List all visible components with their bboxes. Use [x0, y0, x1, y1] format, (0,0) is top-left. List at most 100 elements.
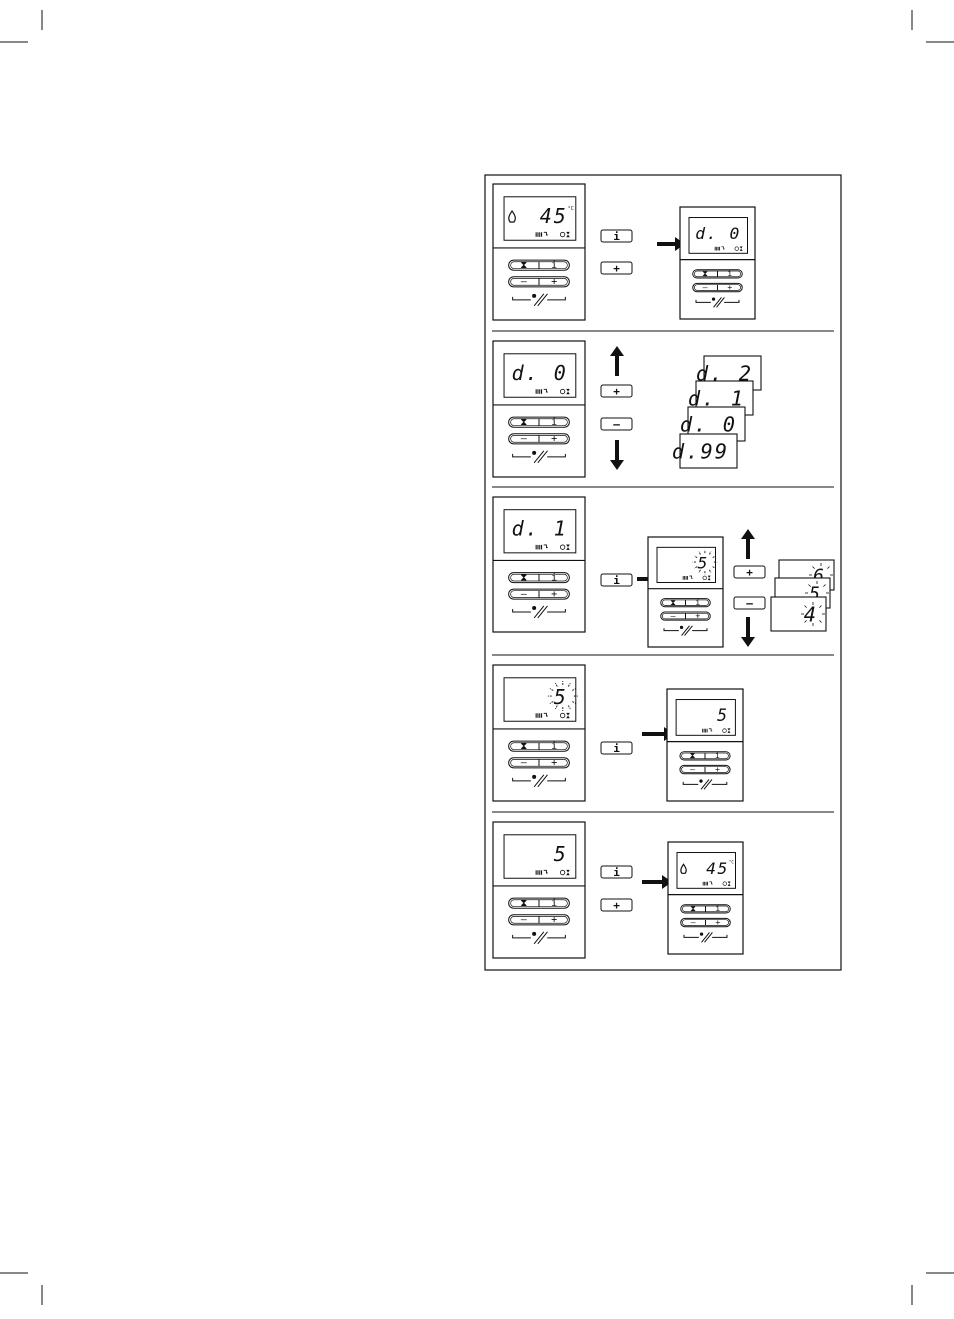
key-label: ⧗	[520, 572, 527, 583]
step-1-start-panel: 45°C⧗i–+	[493, 184, 585, 320]
key-label: +	[746, 566, 753, 579]
radiator-fin	[539, 545, 540, 550]
key-i: i	[601, 866, 632, 879]
step-4-result-panel: 5⧗i–+	[667, 689, 743, 801]
key-label: ⧗	[520, 417, 527, 428]
key-i: i	[601, 574, 632, 587]
keypad-row1: ⧗i	[509, 417, 570, 428]
radiator-fin	[536, 545, 537, 550]
key-plus: +	[734, 566, 765, 579]
sweep-head	[700, 932, 703, 935]
step-1-result-panel: d. 0⧗i–+	[680, 207, 755, 319]
key-label: +	[551, 758, 557, 769]
radiator-fin	[715, 247, 716, 251]
lcd-value: 5	[554, 842, 568, 866]
key-label: ⧗	[520, 260, 527, 271]
lcd-value: d. 0	[512, 361, 568, 385]
sweep-head	[532, 932, 536, 936]
radiator-fin	[718, 247, 719, 251]
key-label: ⧗	[690, 903, 696, 913]
key-label: i	[551, 260, 557, 271]
sweep-head	[532, 606, 536, 610]
lcd-value: 5	[698, 553, 709, 572]
key-i: i	[601, 230, 632, 243]
radiator-fin	[707, 729, 708, 733]
radiator-fin	[541, 870, 542, 875]
key-label: ⧗	[690, 750, 696, 760]
sweep-head	[532, 775, 536, 779]
stack-card-4: 4	[771, 597, 826, 631]
radiator-fin	[539, 232, 540, 237]
radiator-fin	[707, 882, 708, 886]
keypad-row1: ⧗i	[509, 741, 570, 752]
key-label: i	[613, 574, 620, 587]
key-i: i	[601, 742, 632, 755]
key-label: i	[695, 597, 700, 607]
key-minus: –	[601, 418, 632, 431]
step-5-result-panel: 45°C⧗i–+	[668, 842, 743, 954]
radiator-fin	[541, 713, 542, 718]
sweep-head	[532, 451, 536, 455]
keypad-row1: ⧗i	[661, 597, 711, 607]
radiator-fin	[683, 576, 684, 580]
keypad-row2: –+	[680, 764, 730, 774]
radiator-fin	[537, 870, 538, 875]
radiator-fin	[541, 545, 542, 550]
radiator-fin	[704, 729, 705, 733]
radiator-fin	[704, 882, 705, 886]
step-3-start-panel: d. 1⧗i–+	[493, 497, 585, 632]
radiator-fin	[536, 713, 537, 718]
radiator-fin	[536, 232, 537, 237]
lcd-value: d. 1	[512, 517, 568, 541]
key-label: +	[551, 589, 557, 600]
radiator-fin	[539, 713, 540, 718]
key-label: +	[715, 917, 720, 927]
radiator-fin	[537, 545, 538, 550]
keypad-row1: ⧗i	[509, 898, 570, 909]
radiator-fin	[719, 247, 720, 251]
radiator-fin	[706, 882, 707, 886]
key-label: +	[551, 277, 557, 288]
keypad-row1: ⧗i	[693, 268, 743, 278]
radiator-fin	[684, 576, 685, 580]
key-label: –	[613, 418, 620, 431]
key-label: +	[613, 385, 620, 398]
radiator-fin	[539, 870, 540, 875]
key-label: i	[551, 572, 557, 583]
radiator-fin	[536, 389, 537, 394]
keypad-row1: ⧗i	[509, 572, 570, 583]
radiator-fin	[705, 729, 706, 733]
key-label: ⧗	[670, 597, 676, 607]
radiator-fin	[541, 389, 542, 394]
arrow-up-icon	[741, 529, 755, 559]
radiator-fin	[536, 870, 537, 875]
key-label: ⧗	[520, 741, 527, 752]
radiator-fin	[716, 247, 717, 251]
key-plus: +	[601, 385, 632, 398]
key-label: –	[690, 764, 695, 774]
key-label: i	[551, 417, 557, 428]
keypad-row2: –+	[509, 589, 570, 600]
keypad-row1: ⧗i	[681, 903, 731, 913]
key-label: i	[613, 866, 620, 879]
key-label: +	[695, 610, 700, 620]
keypad-row1: ⧗i	[509, 260, 570, 271]
key-label: +	[613, 899, 620, 912]
key-label: i	[715, 903, 720, 913]
lcd-value: 45	[540, 204, 568, 228]
key-label: –	[691, 917, 696, 927]
radiator-fin	[541, 232, 542, 237]
card-value: d. 0	[680, 412, 737, 436]
key-label: –	[703, 282, 708, 292]
keypad-row2: –+	[661, 610, 711, 620]
radiator-fin	[537, 713, 538, 718]
key-label: i	[613, 742, 620, 755]
radiator-fin	[687, 576, 688, 580]
radiator-fin	[537, 389, 538, 394]
key-label: –	[521, 758, 528, 769]
radiator-fin	[703, 882, 704, 886]
keypad-row2: –+	[509, 758, 570, 769]
crop-marks	[0, 10, 954, 1305]
key-label: i	[613, 230, 620, 243]
